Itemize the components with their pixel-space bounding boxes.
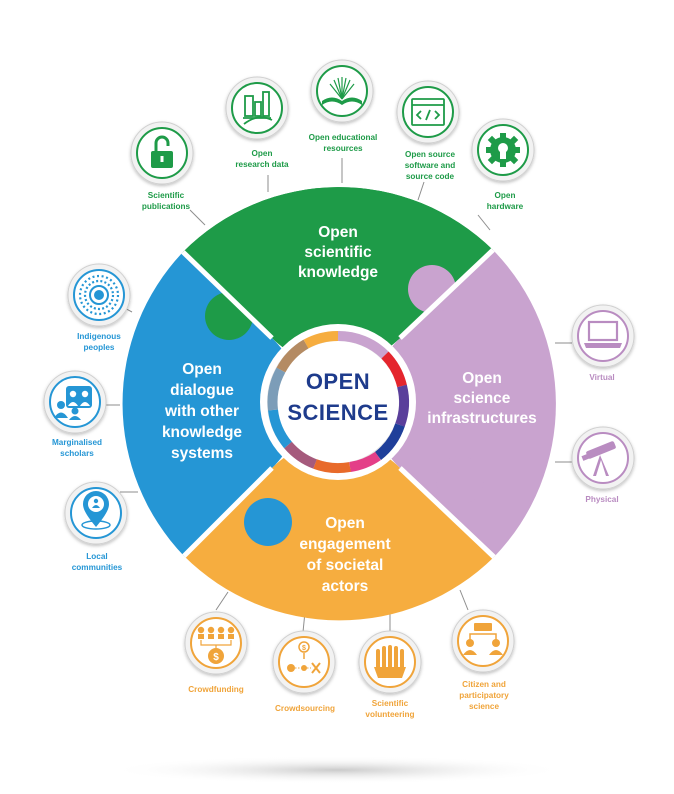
title-line: systems [171,445,233,462]
title-line: Open [462,370,502,387]
center-disc [280,344,396,460]
crowdsourcing-node: $ Crowdsourcing [272,630,336,713]
open-source-software-node: Open source software and source code [396,80,460,181]
node-label: research data [235,160,289,169]
open-research-data-node: Open research data [225,76,289,169]
node-label: participatory [459,691,509,700]
scientific-volunteering-node: Scientific volunteering [358,630,422,719]
node-label: Citizen and [462,680,506,689]
code-window-icon [411,98,445,126]
laptop-icon [584,320,622,348]
node-label: software and [405,161,456,170]
center-title-line1: OPEN [306,369,370,394]
node-label: Crowdfunding [188,685,243,694]
quadrant-infrastructures [372,250,556,557]
center-color-ring [267,330,409,474]
title-line: infrastructures [427,410,536,427]
puzzle-tab-purple [408,265,456,313]
title-line: of societal [307,557,384,574]
puzzle-tab-green [205,292,253,340]
node-label: publications [142,202,191,211]
virtual-node: Virtual [571,304,635,382]
people-network-icon [463,623,503,655]
title-line: scientific [304,244,372,261]
node-label: science [469,702,499,711]
quadrant-dialogue-title: Open dialogue with other knowledge syste… [162,361,242,462]
title-line: dialogue [170,382,234,399]
data-chart-icon [243,91,273,125]
svg-text:$: $ [213,652,219,663]
title-line: actors [322,578,369,595]
marginalised-scholars-node: Marginalised scholars [43,370,107,458]
node-label: Scientific [148,191,185,200]
title-line: engagement [299,536,390,553]
raised-hands-icon [374,645,406,678]
center-title-line2: SCIENCE [287,400,388,425]
node-label: Physical [585,495,618,504]
node-label: peoples [84,343,115,352]
node-label: source code [406,172,455,181]
node-label: Open educational [309,133,378,142]
crowdsourcing-icon: $ [287,641,321,674]
node-label: scholars [60,449,94,458]
title-line: Open [325,515,365,532]
crowdfunding-icon: $ [197,626,235,664]
puzzle-tab-purple-2 [436,456,484,504]
title-line: with other [164,403,239,420]
node-label: communities [72,563,123,572]
title-line: knowledge [162,424,242,441]
open-hardware-node: Open hardware [471,118,535,211]
node-label: resources [323,144,363,153]
title-line: science [454,390,511,407]
node-label: Local [86,552,107,561]
unlocked-padlock-icon [151,135,173,168]
physical-node: Physical [571,426,635,504]
node-label: Virtual [589,373,614,382]
node-label: Scientific [372,699,409,708]
dot-pattern-icon [78,274,120,316]
quadrant-knowledge-title: Open scientific knowledge [298,224,378,281]
svg-text:$: $ [302,645,306,652]
citizen-science-node: Citizen and participatory science [451,609,515,711]
ground-shadow [107,756,567,784]
title-line: Open [182,361,222,378]
quadrant-infrastructures-title: Open science infrastructures [427,370,536,427]
node-label: Crowdsourcing [275,704,335,713]
scientific-publications-node: Scientific publications [130,121,194,211]
open-educational-resources-node: Open educational resources [309,59,378,153]
gear-icon [486,133,520,167]
node-label: Indigenous [77,332,121,341]
crowdfunding-node: $ Crowdfunding [184,611,248,694]
local-communities-node: Local communities [64,481,128,572]
node-label: Open source [405,150,455,159]
title-line: knowledge [298,264,378,281]
scholars-icon [54,386,92,420]
node-label: hardware [487,202,524,211]
node-label: volunteering [365,710,414,719]
node-label: Marginalised [52,438,102,447]
quadrant-seams [181,248,496,559]
location-pin-icon [81,491,111,530]
node-label: Open [252,149,273,158]
quadrant-dialogue [122,252,300,556]
open-book-icon [322,77,362,105]
title-line: Open [318,224,358,241]
quadrant-engagement-title: Open engagement of societal actors [299,515,390,595]
puzzle-tab-blue [244,498,292,546]
indigenous-peoples-node: Indigenous peoples [67,263,131,352]
node-label: Open [495,191,516,200]
telescope-icon [581,441,616,476]
